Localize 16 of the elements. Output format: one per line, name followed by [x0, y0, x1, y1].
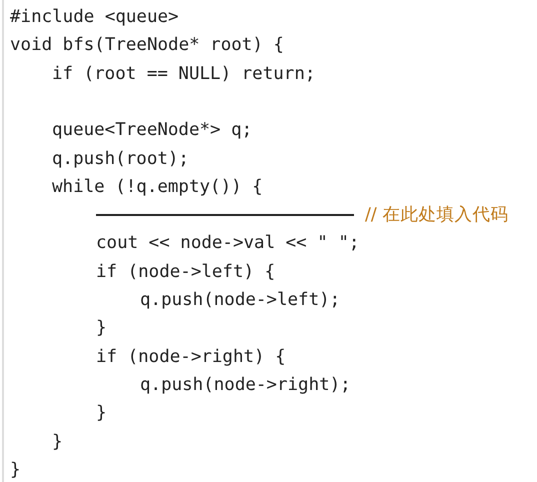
code-line: } [96, 402, 107, 424]
code-line: if (root == NULL) return; [52, 62, 316, 85]
code-line: } [52, 430, 63, 452]
code-line: queue<TreeNode*> q; [52, 119, 252, 142]
code-line: cout << node->val << " "; [96, 232, 360, 254]
code-line: while (!q.empty()) { [52, 176, 263, 198]
code-comment: // 在此处填入代码 [365, 204, 508, 226]
code-line: } [96, 317, 107, 340]
code-line: q.push(root); [52, 148, 189, 170]
code-line: #include <queue> [10, 6, 179, 28]
code-line: void bfs(TreeNode* root) { [10, 34, 284, 56]
code-line: } [10, 458, 21, 481]
code-line: q.push(node->right); [140, 374, 351, 396]
code-line: if (node->left) { [96, 260, 276, 283]
code-line: if (node->right) { [96, 346, 286, 368]
code-line: q.push(node->left); [140, 289, 340, 311]
